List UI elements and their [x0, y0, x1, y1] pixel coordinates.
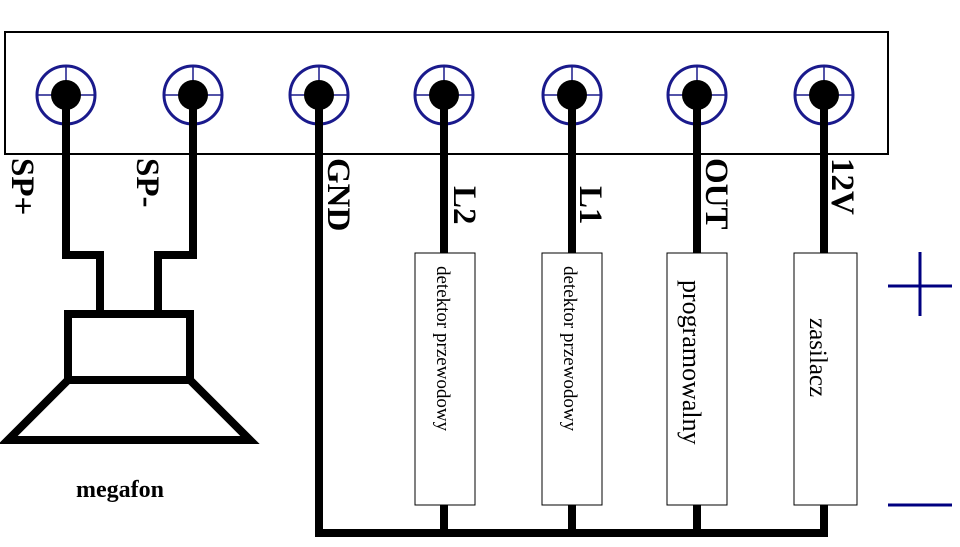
terminal-label-l2: L2: [446, 186, 482, 225]
device-label-programmable: programowalny: [677, 280, 706, 445]
device-box-power-supply: [793, 252, 858, 506]
device-label-detector-2: detektor przewodowy: [432, 266, 453, 432]
speaker-icon: [0, 310, 260, 444]
plus-sign: [888, 252, 952, 316]
speaker-magnet: [64, 310, 194, 384]
device-label-power-supply: zasilacz: [804, 318, 831, 397]
device-label-detector-1: detektor przewodowy: [559, 266, 580, 432]
wire-sp-minus: [154, 95, 197, 312]
device-box-programmable: [666, 252, 728, 506]
wire-sp-plus: [62, 95, 104, 312]
terminal-label-sp-plus: SP+: [4, 158, 40, 215]
device-box-detector-1: [541, 252, 603, 506]
terminal-label-l1: L1: [572, 186, 608, 225]
terminal-label-sp-minus: SP-: [129, 158, 165, 208]
terminal-label-out: OUT: [698, 158, 734, 230]
terminal-label-12v: 12V: [824, 158, 860, 215]
speaker-label: megafon: [76, 477, 164, 503]
device-box-detector-2: [414, 252, 476, 506]
terminal-label-gnd: GND: [320, 158, 356, 231]
polarity-legend: [888, 252, 952, 507]
speaker-cone: [0, 376, 260, 444]
wires: [62, 95, 828, 537]
